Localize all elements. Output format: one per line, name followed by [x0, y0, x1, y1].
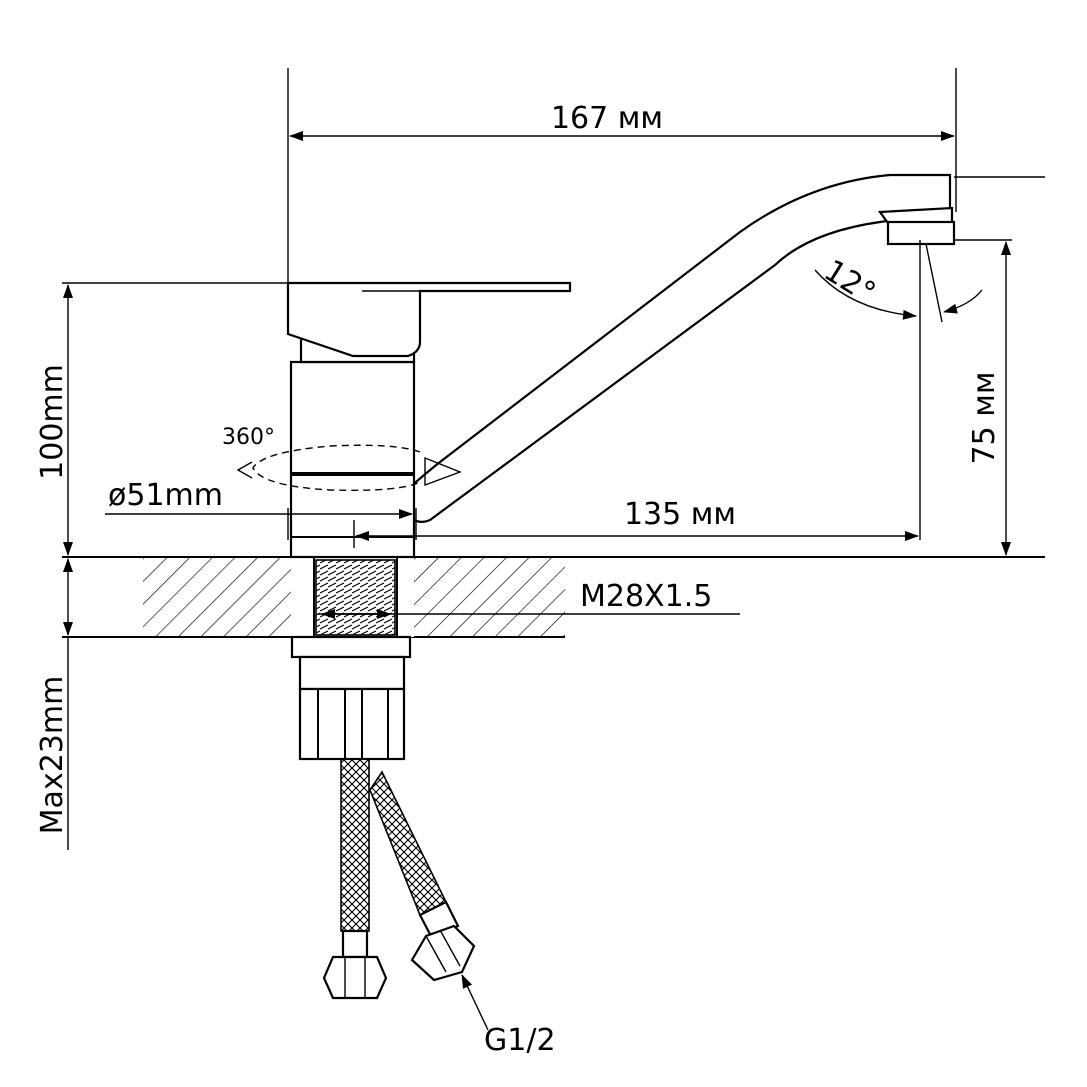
label-12deg: 12°: [818, 253, 882, 311]
label-diameter-51mm: ø51mm: [108, 478, 223, 513]
dimension-height: 100mm: [35, 282, 288, 556]
dimension-base-diameter: ø51mm: [105, 478, 417, 540]
label-135mm: 135 мм: [624, 497, 736, 532]
dimension-outlet-height: 75 мм: [954, 176, 1045, 556]
thread-callout: M28X1.5: [318, 579, 740, 619]
spout: [405, 173, 956, 523]
aerator-tip: [886, 220, 956, 246]
threaded-shank: [315, 559, 396, 636]
dimension-max-thickness: Max23mm: [35, 558, 73, 850]
dimension-spout-angle: 12°: [814, 243, 983, 323]
label-100mm: 100mm: [35, 364, 70, 480]
label-167mm: 167 мм: [551, 101, 663, 136]
label-75mm: 75 мм: [967, 372, 1002, 465]
dimension-spout-length: 167 мм: [287, 68, 957, 283]
faucet-body: [289, 336, 416, 559]
label-360: 360°: [222, 425, 275, 450]
label-max23mm: Max23mm: [35, 676, 70, 835]
hose-connection-callout: G1/2: [461, 974, 556, 1058]
countertop-section: [62, 556, 1045, 638]
hose-right: [369, 770, 476, 982]
label-g1-2: G1/2: [484, 1023, 556, 1058]
rotation-indicator: [236, 444, 462, 492]
lever-handle: [286, 281, 572, 358]
mounting-assembly: [290, 635, 412, 761]
dimension-reach: 135 мм: [353, 240, 921, 548]
hose-left: [322, 758, 388, 1000]
label-thread-m28x1-5: M28X1.5: [580, 579, 712, 614]
